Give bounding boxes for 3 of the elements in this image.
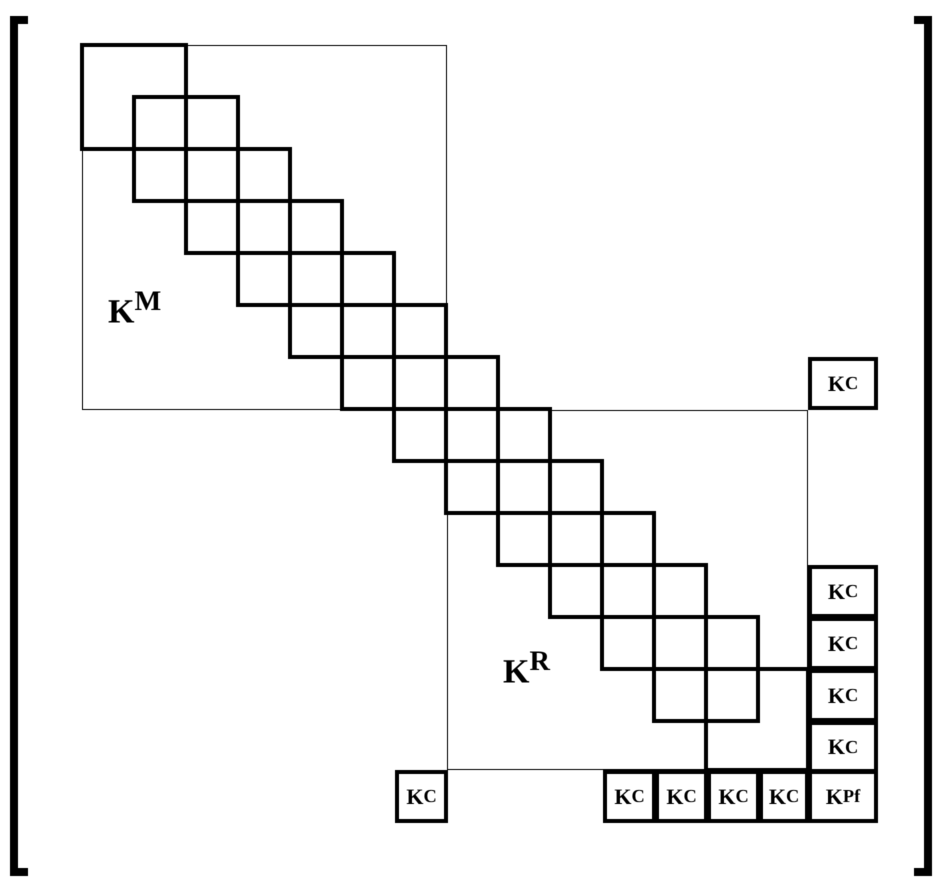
matrix-block-outline [82, 45, 447, 410]
block-label: K$^{R}$ [503, 646, 550, 692]
block-label: K$^{M}$ [108, 286, 162, 332]
